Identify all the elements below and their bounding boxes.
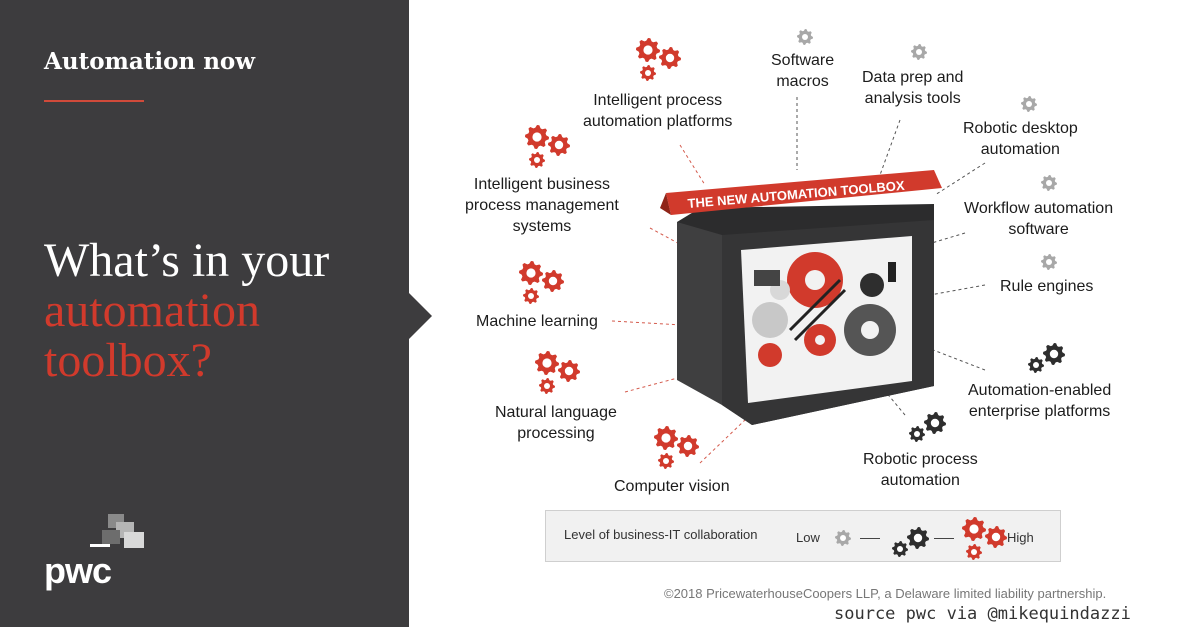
- left-panel: [0, 0, 409, 627]
- legend-dash: [934, 538, 954, 539]
- gear-icon: [515, 259, 567, 312]
- copyright-text: ©2018 PricewaterhouseCoopers LLP, a Dela…: [664, 586, 1107, 601]
- tool-line: macros: [776, 73, 829, 90]
- pwc-logo-text: pwc: [44, 550, 112, 591]
- tool-label-ibpm: Intelligent business process management sy…: [465, 174, 619, 237]
- tool-line: Robotic desktop: [963, 120, 1078, 137]
- pwc-logo-mark: [90, 514, 144, 548]
- tool-line: Computer vision: [614, 478, 730, 495]
- gear-icon: [1024, 341, 1068, 382]
- tool-line: process management: [465, 197, 619, 214]
- tool-line: Data prep and: [862, 69, 964, 86]
- legend-low-label: Low: [796, 530, 820, 545]
- headline: What’s in your automation toolbox?: [44, 236, 329, 386]
- headline-line-1: What’s in your: [44, 234, 330, 287]
- tool-label-ipap: Intelligent process automation platforms: [583, 90, 732, 132]
- tool-line: Software: [771, 52, 835, 69]
- tool-line: processing: [517, 425, 595, 442]
- tool-line: Natural language: [495, 404, 617, 421]
- tool-line: automation: [980, 141, 1060, 158]
- tool-line: Rule engines: [1000, 278, 1094, 295]
- kicker-title: Automation now: [44, 48, 256, 75]
- tool-label-rules: Rule engines: [1000, 276, 1093, 297]
- gear-icon: [1039, 173, 1059, 198]
- tool-label-cv: Computer vision: [614, 476, 730, 497]
- tool-line: Robotic process: [863, 451, 978, 468]
- gear-icon: [521, 123, 573, 176]
- panel-arrow: [409, 293, 432, 339]
- tool-line: automation: [880, 472, 960, 489]
- tool-label-nlp: Natural language processing: [495, 402, 617, 444]
- kicker-divider: [44, 100, 144, 102]
- gear-icon: [1039, 252, 1059, 277]
- headline-line-2: automation: [44, 284, 260, 337]
- legend-dash: [860, 538, 880, 539]
- legend-label: Level of business-IT collaboration: [564, 527, 758, 542]
- tool-line: automation platforms: [583, 113, 733, 130]
- tool-label-macros: Software macros: [771, 50, 834, 92]
- tool-label-ml: Machine learning: [476, 311, 598, 332]
- gear-icon: [795, 27, 815, 52]
- gear-icon: [909, 42, 929, 67]
- tool-line: Workflow automation: [964, 200, 1114, 217]
- tool-line: Intelligent process: [593, 92, 723, 109]
- tool-line: Automation-enabled: [968, 382, 1112, 399]
- legend-high-label: High: [1007, 530, 1034, 545]
- legend-gear-low-icon: [833, 528, 853, 553]
- tool-line: software: [1008, 221, 1069, 238]
- tool-label-dataprep: Data prep and analysis tools: [862, 67, 963, 109]
- source-credit: source pwc via @mikequindazzi: [834, 604, 1131, 624]
- gear-icon: [1019, 94, 1039, 119]
- headline-line-3: toolbox?: [44, 334, 212, 387]
- legend-gear-high-icon: [958, 515, 1010, 568]
- gear-icon: [531, 349, 583, 402]
- tool-line: analysis tools: [864, 90, 961, 107]
- tool-line: systems: [512, 218, 572, 235]
- legend-gear-medium-icon: [888, 525, 932, 566]
- tool-line: enterprise platforms: [968, 403, 1111, 420]
- gear-icon: [632, 36, 684, 89]
- tool-line: Intelligent business: [473, 176, 610, 193]
- tool-label-rda: Robotic desktop automation: [963, 118, 1078, 160]
- tool-line: Machine learning: [476, 313, 598, 330]
- tool-label-workflow: Workflow automation software: [964, 198, 1113, 240]
- tool-label-aep: Automation-enabled enterprise platforms: [968, 380, 1111, 422]
- tool-label-rpa: Robotic process automation: [863, 449, 978, 491]
- gear-icon: [650, 424, 702, 477]
- gear-icon: [905, 410, 949, 451]
